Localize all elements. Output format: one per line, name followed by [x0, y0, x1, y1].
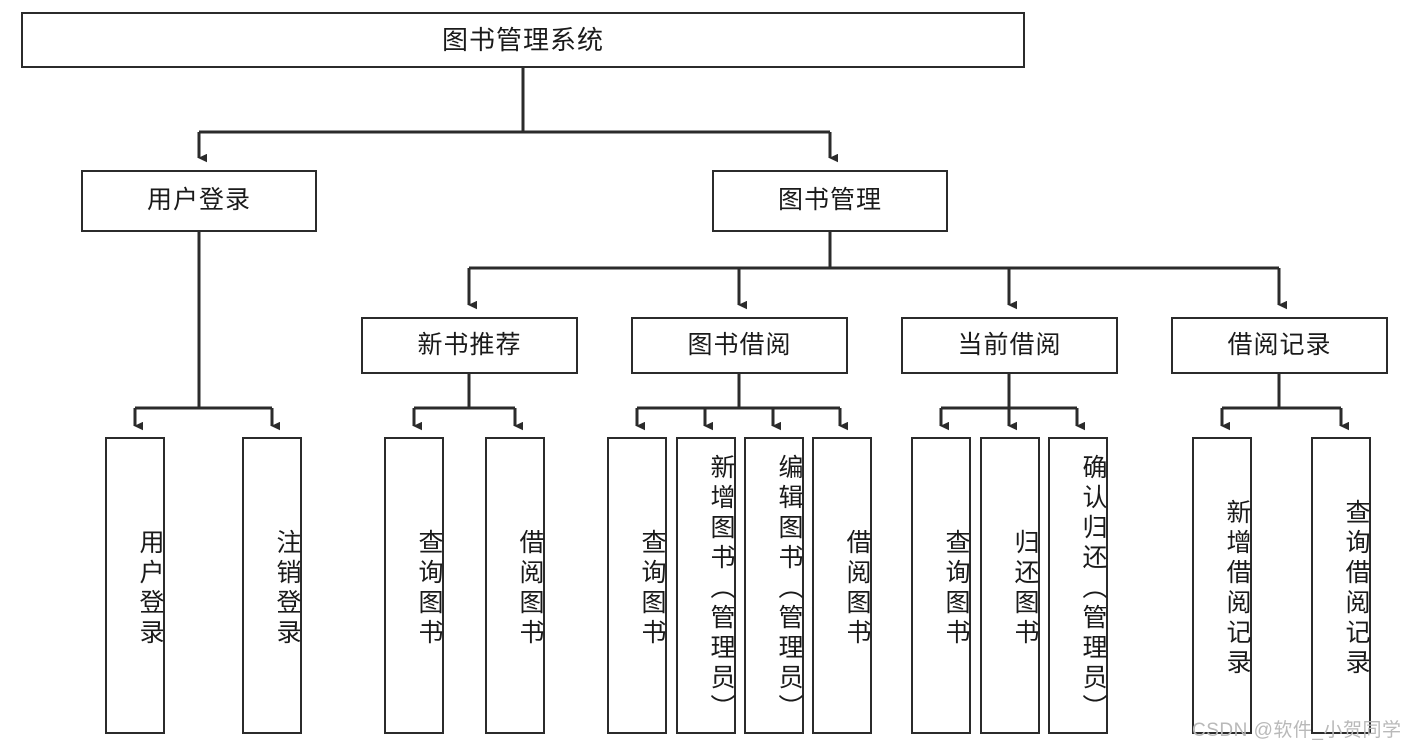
node-new-book-rec[interactable]: 新书推荐	[361, 317, 578, 374]
node-current-borrow[interactable]: 当前借阅	[901, 317, 1118, 374]
leaf-logout[interactable]: 注销登录	[242, 437, 302, 734]
leaf-borrow-book-2[interactable]: 借阅图书	[812, 437, 872, 734]
leaf-query-book-1[interactable]: 查询图书	[384, 437, 444, 734]
leaf-edit-book[interactable]: 编辑图书（管理员）	[744, 437, 804, 734]
leaf-confirm-return[interactable]: 确认归还（管理员）	[1048, 437, 1108, 734]
node-book-manage[interactable]: 图书管理	[712, 170, 948, 232]
node-root[interactable]: 图书管理系统	[21, 12, 1025, 68]
leaf-label: 用户登录	[136, 528, 164, 649]
leaf-borrow-book-1[interactable]: 借阅图书	[485, 437, 545, 734]
leaf-label: 编辑图书（管理员）	[775, 453, 803, 724]
leaf-query-book-2[interactable]: 查询图书	[607, 437, 667, 734]
leaf-label: 借阅图书	[516, 528, 544, 649]
leaf-add-record[interactable]: 新增借阅记录	[1192, 437, 1252, 734]
leaf-return-book[interactable]: 归还图书	[980, 437, 1040, 734]
node-user-login[interactable]: 用户登录	[81, 170, 317, 232]
leaf-label: 查询借阅记录	[1342, 498, 1370, 679]
csdn-watermark: CSDN @软件_小贺同学	[1192, 720, 1402, 741]
node-borrow-record[interactable]: 借阅记录	[1171, 317, 1388, 374]
leaf-label: 新增借阅记录	[1223, 498, 1251, 679]
node-book-borrow[interactable]: 图书借阅	[631, 317, 848, 374]
leaf-label: 注销登录	[273, 528, 301, 649]
leaf-label: 归还图书	[1011, 528, 1039, 649]
leaf-label: 查询图书	[638, 528, 666, 649]
leaf-label: 新增图书（管理员）	[707, 453, 735, 724]
leaf-add-book[interactable]: 新增图书（管理员）	[676, 437, 736, 734]
leaf-query-book-3[interactable]: 查询图书	[911, 437, 971, 734]
leaf-label: 查询图书	[415, 528, 443, 649]
leaf-query-record[interactable]: 查询借阅记录	[1311, 437, 1371, 734]
leaf-user-login[interactable]: 用户登录	[105, 437, 165, 734]
leaf-label: 借阅图书	[843, 528, 871, 649]
leaf-label: 确认归还（管理员）	[1079, 453, 1107, 724]
leaf-label: 查询图书	[942, 528, 970, 649]
